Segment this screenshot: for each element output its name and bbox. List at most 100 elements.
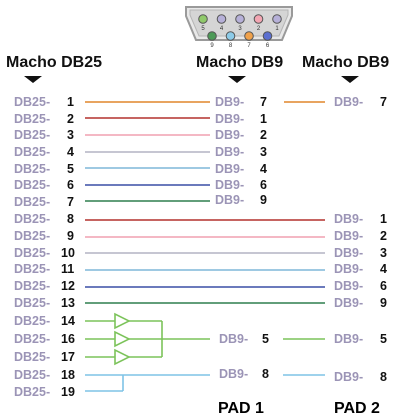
connector-pin bbox=[235, 14, 245, 24]
connector-pin bbox=[207, 31, 217, 41]
db25-pin-number: 2 bbox=[67, 112, 74, 126]
db25-label: DB25- bbox=[14, 212, 50, 226]
db9-label: DB9- bbox=[334, 370, 363, 384]
db25-pin-number: 13 bbox=[61, 296, 75, 310]
db9-label: DB9- bbox=[215, 145, 244, 159]
db9-label: DB9- bbox=[215, 128, 244, 142]
db25-label: DB25- bbox=[14, 279, 50, 293]
db9-pin-number: 1 bbox=[260, 112, 267, 126]
db9-pin-number: 6 bbox=[260, 178, 267, 192]
db9-pin-number: 8 bbox=[380, 370, 387, 384]
db9-label: DB9- bbox=[334, 296, 363, 310]
db25-pin-number: 10 bbox=[61, 246, 75, 260]
db9-pin-number: 7 bbox=[260, 95, 267, 109]
db25-label: DB25- bbox=[14, 145, 50, 159]
db9-pin-number: 2 bbox=[380, 229, 387, 243]
db9-pin-number: 9 bbox=[380, 296, 387, 310]
db9-pin-number: 7 bbox=[380, 95, 387, 109]
db25-pin-number: 16 bbox=[61, 332, 75, 346]
db9-label: DB9- bbox=[215, 95, 244, 109]
connector-pin bbox=[244, 31, 254, 41]
db9-right-pin-labels: DB9- 7 DB9- 1 DB9- 2 DB9- 3 DB9- 4 DB9- … bbox=[334, 95, 387, 384]
db9-pin-number: 4 bbox=[380, 262, 387, 276]
db25-pin-number: 19 bbox=[61, 385, 75, 399]
db25-label: DB25- bbox=[14, 296, 50, 310]
db9-pin-number: 9 bbox=[260, 193, 267, 207]
db9-pin-number: 2 bbox=[260, 128, 267, 142]
buffer-circuit bbox=[85, 312, 325, 366]
connector-pin-number: 7 bbox=[247, 43, 251, 49]
connector-pin-number: 2 bbox=[257, 26, 261, 32]
db25-pin-number: 5 bbox=[67, 162, 74, 176]
db25-label: DB25- bbox=[14, 368, 50, 382]
db25-label: DB25- bbox=[14, 350, 50, 364]
connector-pin-number: 4 bbox=[220, 26, 224, 32]
db25-pin-number: 14 bbox=[61, 314, 75, 328]
db25-pin-number: 7 bbox=[67, 195, 74, 209]
db25-pin-labels: DB25- 1 DB25- 2 DB25- 3 DB25- 4 DB25- 5 … bbox=[14, 95, 75, 399]
db25-pin-number: 3 bbox=[67, 128, 74, 142]
db9-pin-number: 3 bbox=[260, 145, 267, 159]
db25-pin-number: 1 bbox=[67, 95, 74, 109]
header-db9-middle: Macho DB9 bbox=[196, 54, 283, 71]
db25-pin-number: 17 bbox=[61, 350, 75, 364]
wires-db25-to-db9-middle bbox=[85, 101, 210, 202]
db9-label: DB9- bbox=[215, 162, 244, 176]
db9-label: DB9- bbox=[334, 229, 363, 243]
connector-pin bbox=[198, 14, 208, 24]
connector-pin bbox=[262, 31, 273, 41]
db9-pin-number: 3 bbox=[380, 246, 387, 260]
connector-pin-number: 8 bbox=[229, 43, 233, 49]
db25-label: DB25- bbox=[14, 262, 50, 276]
db9-pin-number: 8 bbox=[262, 367, 269, 381]
db9-label: DB9- bbox=[334, 95, 363, 109]
db25-pin-number: 18 bbox=[61, 368, 75, 382]
db25-pin-number: 9 bbox=[67, 229, 74, 243]
db9-pin-number: 1 bbox=[380, 212, 387, 226]
arrow-down-icon bbox=[228, 76, 246, 83]
connector-pin bbox=[253, 14, 264, 24]
db9-pin-number: 6 bbox=[380, 279, 387, 293]
connector-pin-number: 6 bbox=[266, 43, 270, 49]
db25-pin-number: 11 bbox=[61, 262, 74, 276]
db9-pin-number: 4 bbox=[260, 162, 267, 176]
arrow-down-icon bbox=[341, 76, 359, 83]
connector-pin bbox=[272, 14, 282, 24]
db9-pin-number: 5 bbox=[380, 332, 387, 346]
db9-label: DB9- bbox=[334, 332, 363, 346]
db25-label: DB25- bbox=[14, 95, 50, 109]
connector-pin bbox=[216, 14, 227, 24]
pad-1-label: PAD 1 bbox=[218, 400, 264, 415]
db25-label: DB25- bbox=[14, 162, 50, 176]
arrow-down-icon bbox=[24, 76, 42, 83]
db25-pin-number: 8 bbox=[67, 212, 74, 226]
db25-label: DB25- bbox=[14, 195, 50, 209]
db9-label: DB9- bbox=[215, 193, 244, 207]
db9-label: DB9- bbox=[215, 178, 244, 192]
db25-label: DB25- bbox=[14, 128, 50, 142]
header-db25: Macho DB25 bbox=[6, 54, 102, 71]
db9-label: DB9- bbox=[334, 212, 363, 226]
header-db9-right: Macho DB9 bbox=[302, 54, 389, 71]
db25-label: DB25- bbox=[14, 314, 50, 328]
db9-label: DB9- bbox=[219, 367, 248, 381]
db25-label: DB25- bbox=[14, 229, 50, 243]
db25-label: DB25- bbox=[14, 385, 50, 399]
db9-middle-pin-labels: DB9- 7 DB9- 1 DB9- 2 DB9- 3 DB9- 4 DB9- … bbox=[215, 95, 269, 381]
connector-pin bbox=[225, 31, 236, 41]
db25-pin-number: 6 bbox=[67, 178, 74, 192]
db25-pin-number: 12 bbox=[61, 279, 75, 293]
db9-pin-number: 5 bbox=[262, 332, 269, 346]
db9-label: DB9- bbox=[215, 112, 244, 126]
db25-label: DB25- bbox=[14, 112, 50, 126]
connector-pin-number: 9 bbox=[210, 43, 214, 49]
db25-label: DB25- bbox=[14, 178, 50, 192]
connector-pin-number: 1 bbox=[275, 26, 279, 32]
db9-label: DB9- bbox=[334, 246, 363, 260]
db9-label: DB9- bbox=[334, 262, 363, 276]
db25-label: DB25- bbox=[14, 246, 50, 260]
wires-db25-to-db9-right bbox=[85, 219, 325, 304]
connector-pin-number: 5 bbox=[201, 26, 205, 32]
